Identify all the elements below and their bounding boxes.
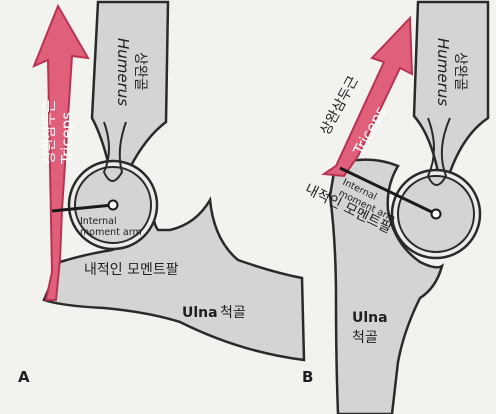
panel-b: Humerus 상완골 Triceps 상완삼두근 Internal momen… xyxy=(302,0,490,414)
panel-a-triceps-muscle xyxy=(32,3,90,301)
panel-a-triceps-ko-label: 상완삼두근 xyxy=(42,99,58,164)
panel-b-moment-arm-line xyxy=(339,166,437,216)
panel-a-moment-arm-label-line1: Internal xyxy=(80,216,117,227)
panel-b-humerus-ko-label: 상완골 xyxy=(452,52,468,91)
panel-a-ulna xyxy=(42,196,306,362)
panel-a-moment-arm-line xyxy=(51,203,114,213)
panel-a-ulna-label: Ulna xyxy=(182,305,218,321)
panel-a-humerus-ko-label: 상완골 xyxy=(132,52,148,91)
panel-a-axis-dot xyxy=(107,199,119,211)
panel-b-humerus-condyle xyxy=(426,117,451,186)
panel-b-ulna-ko-label: 척골 xyxy=(352,330,378,346)
panel-a-humerus-label: Humerus xyxy=(114,38,132,106)
panel-b-triceps-muscle xyxy=(321,15,414,178)
panel-b-ulna xyxy=(328,158,445,414)
panel-a-ulna-ko-label: 척골 xyxy=(220,305,246,321)
panel-b-axis-dot xyxy=(430,208,442,220)
panel-b-humerus-label: Humerus xyxy=(434,38,452,106)
panel-a-moment-arm-label-line2: moment arm xyxy=(80,227,142,238)
panel-a-humerus-condyle xyxy=(102,121,127,182)
panel-a-triceps-label: Triceps xyxy=(58,112,76,165)
panel-b-letter: B xyxy=(302,368,313,386)
panel-a-moment-arm-ko-label: 내적인 모멘트팔 xyxy=(84,262,179,278)
panel-b-ulna-label: Ulna xyxy=(352,310,388,326)
panel-a: Humerus 상완골 Triceps 상완삼두근 Internal momen… xyxy=(18,0,306,386)
panel-a-letter: A xyxy=(18,368,30,386)
